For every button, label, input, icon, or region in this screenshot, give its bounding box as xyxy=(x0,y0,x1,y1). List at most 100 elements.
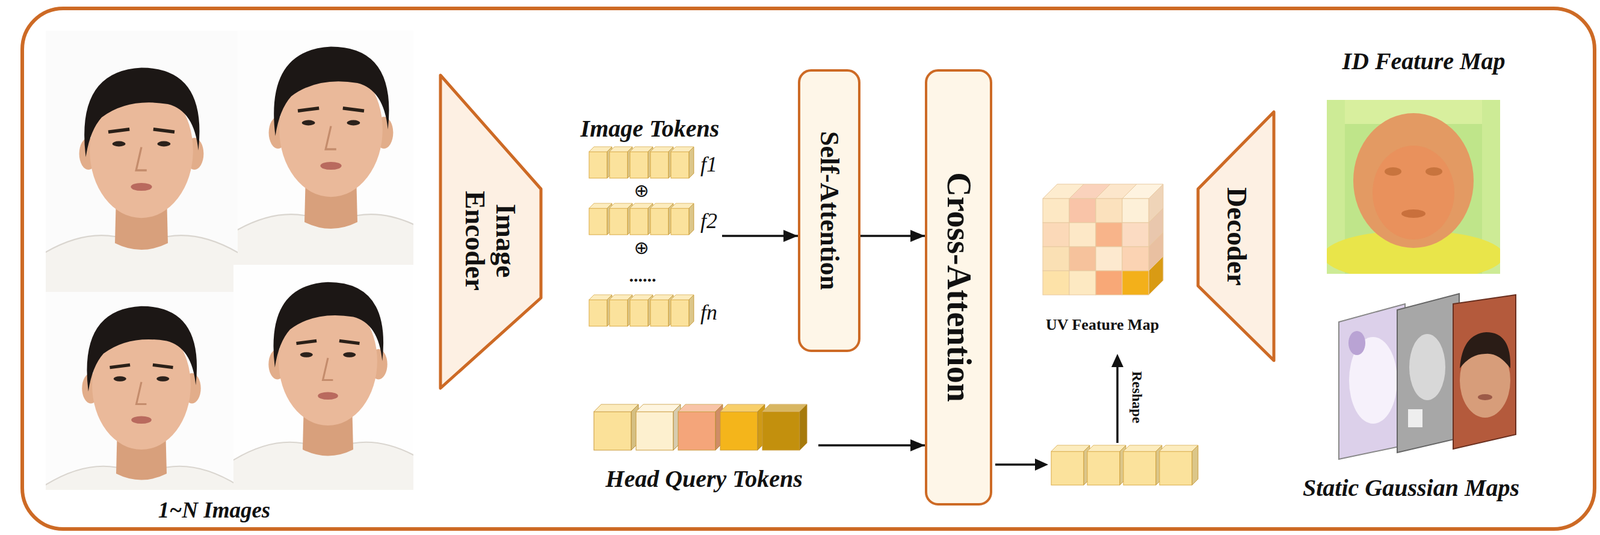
face-photo xyxy=(45,30,238,292)
image-token-row xyxy=(630,203,653,235)
gaussian-map-stack xyxy=(1338,303,1406,460)
frame-border xyxy=(22,8,1595,529)
id-feature-image xyxy=(1353,113,1474,248)
face-photo xyxy=(237,30,414,292)
uv-feature-grid xyxy=(1069,246,1096,271)
face-photo xyxy=(233,282,414,490)
trapezoid-shape xyxy=(1198,111,1274,361)
image-token-row xyxy=(650,294,674,327)
face-photo xyxy=(237,46,414,293)
map-label: UV Feature Map xyxy=(1045,315,1159,334)
uv-feature-grid xyxy=(1069,270,1096,295)
uv-feature-grid xyxy=(1042,222,1070,247)
image-token-row xyxy=(630,294,653,327)
token-label: f1 xyxy=(700,151,718,178)
flow-arrow xyxy=(995,353,1124,471)
token-group: Head Query Tokens xyxy=(589,397,819,500)
token-label: f2 xyxy=(700,208,718,235)
uv-feature-grid xyxy=(1095,198,1123,223)
face-photo xyxy=(45,291,238,490)
face-photo xyxy=(28,30,444,535)
group-heading: Head Query Tokens xyxy=(605,464,803,494)
image-token-row xyxy=(609,203,633,235)
gaussian-map-stack xyxy=(1408,409,1423,428)
uv-feature-grid xyxy=(1122,270,1149,295)
image-token-row xyxy=(589,146,694,327)
uv-feature-grid xyxy=(1095,246,1123,271)
encoder-trapezoid: Image Encoder xyxy=(438,73,543,390)
block-label: Self-Attention xyxy=(814,131,844,291)
output-token-cubes xyxy=(1051,445,1199,485)
uv-feature-grid xyxy=(1148,256,1164,295)
query-token-cubes xyxy=(678,404,723,451)
output-token-cubes xyxy=(1087,445,1126,485)
output-token-cubes xyxy=(1123,445,1162,485)
decoder-trapezoid: Decoder xyxy=(1196,110,1276,363)
image-token-row xyxy=(650,203,674,235)
block-label: Cross-Attention xyxy=(939,172,978,402)
image-token-row xyxy=(589,294,612,327)
gaussian-map-stack xyxy=(1348,330,1366,356)
flow-arrow xyxy=(818,444,925,447)
image-token-row xyxy=(670,294,694,327)
query-token-cubes xyxy=(636,404,681,451)
ellipsis-mark: ...... xyxy=(629,264,657,287)
map-label: Static Gaussian Maps xyxy=(1302,473,1520,503)
query-token-cubes xyxy=(593,404,639,451)
uv-feature-grid xyxy=(1122,246,1149,271)
attention-box: Self-Attention xyxy=(797,69,861,353)
arrow-label: Reshape xyxy=(1128,371,1147,424)
id-feature-image xyxy=(1425,167,1443,176)
flow-arrow xyxy=(995,463,1037,466)
image-token-row xyxy=(630,146,653,179)
flow-arrow xyxy=(1111,353,1124,368)
uv-feature-grid xyxy=(1122,222,1149,247)
uv-feature-grid xyxy=(1042,198,1070,223)
image-token-row xyxy=(670,146,694,179)
id-feature-image xyxy=(1326,99,1501,274)
gaussian-map-stack xyxy=(1453,294,1516,449)
uv-feature-grid xyxy=(1042,270,1070,295)
face-photo xyxy=(45,306,238,490)
face-photo xyxy=(45,67,238,293)
gaussian-map-stack xyxy=(1397,293,1460,453)
query-token-cubes xyxy=(762,404,807,451)
id-feature-image xyxy=(1401,209,1426,218)
image-token-row xyxy=(609,146,633,179)
id-feature-image xyxy=(1372,145,1455,240)
image-token-row xyxy=(609,294,633,327)
block-label: Image Encoder xyxy=(459,177,520,304)
attention-box: Cross-Attention xyxy=(924,69,993,506)
uv-feature-grid xyxy=(1069,198,1096,223)
output-token-cubes xyxy=(1051,445,1090,485)
concat-symbol: ⊕ xyxy=(633,179,649,202)
concat-symbol: ⊕ xyxy=(633,237,649,259)
image-token-row xyxy=(589,146,612,179)
flow-arrow xyxy=(1034,458,1049,471)
gaussian-map-stack xyxy=(1338,293,1516,460)
block-label: Decoder xyxy=(1221,187,1253,286)
image-token-row xyxy=(670,203,694,235)
trapezoid-shape xyxy=(440,75,541,389)
uv-feature-grid xyxy=(1095,270,1123,295)
face-photo xyxy=(233,264,414,490)
gaussian-map-stack xyxy=(1459,332,1511,369)
image-token-row xyxy=(650,146,674,179)
id-feature-image xyxy=(1384,167,1402,176)
uv-feature-grid xyxy=(1042,246,1070,271)
query-token-cubes xyxy=(593,404,807,451)
image-set-label: 1~N Images xyxy=(158,497,271,524)
gaussian-map-stack xyxy=(1409,333,1446,401)
uv-feature-grid xyxy=(1122,198,1149,223)
flow-arrow xyxy=(722,234,798,238)
output-token-cubes xyxy=(1159,445,1199,485)
uv-feature-grid xyxy=(1042,184,1164,295)
map-label: ID Feature Map xyxy=(1341,46,1505,76)
group-heading: Image Tokens xyxy=(580,114,720,144)
token-label: fn xyxy=(700,299,718,326)
uv-feature-grid xyxy=(1069,222,1096,247)
flow-arrow xyxy=(1116,365,1119,443)
uv-feature-grid xyxy=(1095,222,1123,247)
